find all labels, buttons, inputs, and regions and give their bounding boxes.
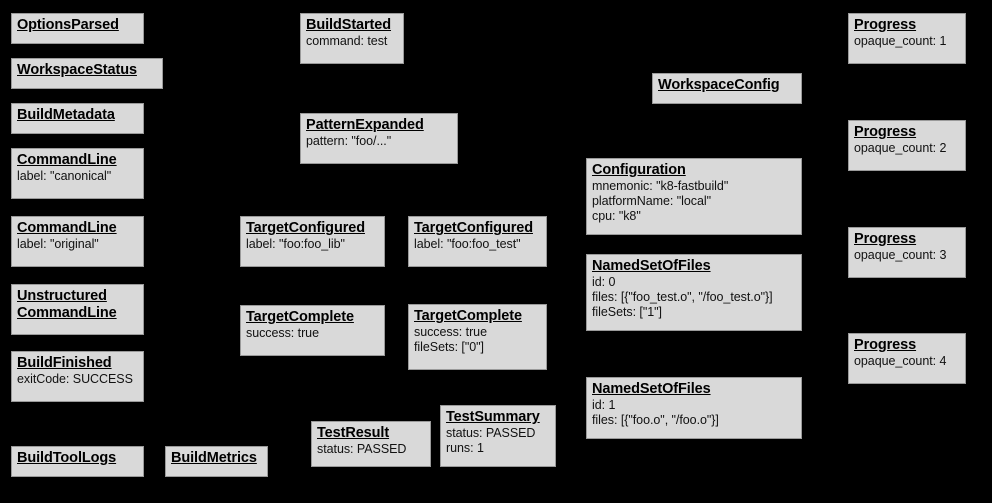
graph-node-workspace-config[interactable]: WorkspaceConfig [652, 73, 802, 104]
graph-node-options-parsed[interactable]: OptionsParsed [11, 13, 144, 44]
graph-node-fields: id: 1 files: [{"foo.o", "/foo.o"}] [592, 398, 719, 427]
graph-node-fields: label: "original" [17, 237, 99, 251]
graph-node-title: CommandLine [17, 220, 117, 236]
graph-node-fields: opaque_count: 2 [854, 141, 947, 155]
graph-node-title: WorkspaceConfig [658, 77, 780, 93]
graph-node-title: TargetComplete [414, 308, 522, 324]
graph-node-title: Unstructured CommandLine [17, 288, 117, 321]
graph-node-title: TargetComplete [246, 309, 354, 325]
graph-node-unstructured-command-line[interactable]: Unstructured CommandLine [11, 284, 144, 335]
graph-node-title: TestResult [317, 425, 390, 441]
graph-node-workspace-status[interactable]: WorkspaceStatus [11, 58, 163, 89]
graph-node-title: BuildFinished [17, 355, 112, 371]
graph-node-title: PatternExpanded [306, 117, 424, 133]
graph-node-fields: pattern: "foo/..." [306, 134, 392, 148]
graph-node-fields: mnemonic: "k8-fastbuild" platformName: "… [592, 179, 729, 223]
graph-node-fields: exitCode: SUCCESS [17, 372, 133, 386]
graph-node-title: Progress [854, 337, 917, 353]
graph-node-title: OptionsParsed [17, 17, 119, 33]
graph-node-title: Progress [854, 231, 917, 247]
graph-node-title: BuildMetrics [171, 450, 257, 466]
graph-node-fields: label: "canonical" [17, 169, 112, 183]
graph-node-fields: id: 0 files: [{"foo_test.o", "/foo_test.… [592, 275, 773, 319]
graph-node-fields: status: PASSED [317, 442, 407, 456]
graph-node-build-tool-logs[interactable]: BuildToolLogs [11, 446, 144, 477]
graph-node-fields: command: test [306, 34, 388, 48]
graph-node-fields: label: "foo:foo_lib" [246, 237, 345, 251]
graph-node-fields: label: "foo:foo_test" [414, 237, 521, 251]
graph-node-title: BuildMetadata [17, 107, 115, 123]
graph-node-title: TargetConfigured [414, 220, 533, 236]
graph-node-title: NamedSetOfFiles [592, 258, 711, 274]
graph-node-fields: opaque_count: 4 [854, 354, 947, 368]
graph-node-title: TestSummary [446, 409, 540, 425]
graph-node-title: Progress [854, 124, 917, 140]
graph-node-title: BuildToolLogs [17, 450, 117, 466]
graph-node-fields: success: true [246, 326, 319, 340]
graph-node-title: NamedSetOfFiles [592, 381, 711, 397]
graph-node-title: WorkspaceStatus [17, 62, 137, 78]
graph-node-title: Progress [854, 17, 917, 33]
graph-node-build-metrics[interactable]: BuildMetrics [165, 446, 268, 477]
graph-node-title: TargetConfigured [246, 220, 365, 236]
graph-node-fields: opaque_count: 1 [854, 34, 947, 48]
graph-node-build-metadata[interactable]: BuildMetadata [11, 103, 144, 134]
graph-node-fields: status: PASSED runs: 1 [446, 426, 536, 455]
graph-node-title: CommandLine [17, 152, 117, 168]
graph-node-title: Configuration [592, 162, 686, 178]
graph-node-fields: opaque_count: 3 [854, 248, 947, 262]
graph-node-title: BuildStarted [306, 17, 392, 33]
graph-node-fields: success: true fileSets: ["0"] [414, 325, 487, 354]
